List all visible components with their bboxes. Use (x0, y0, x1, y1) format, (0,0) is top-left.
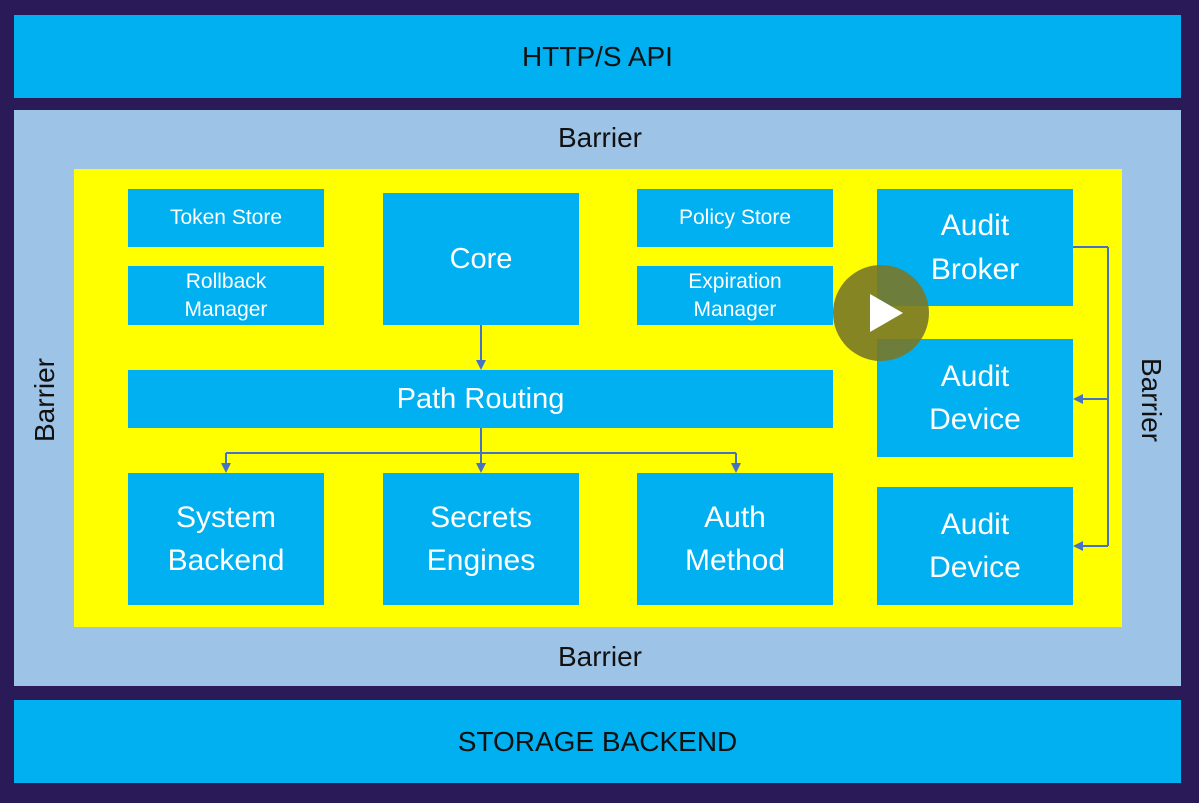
barrier-label-top: Barrier (557, 122, 642, 153)
storage-backend-band: STORAGE BACKEND (14, 700, 1181, 783)
barrier-label-bottom: Barrier (557, 641, 642, 672)
audit-device-1-label: Audit Device (929, 359, 1021, 437)
path-routing-label: Path Routing (396, 382, 565, 415)
expiration-manager-label: Expiration Manager (688, 270, 782, 321)
rollback-manager-label: Rollback Manager (184, 270, 268, 321)
auth-method-box: Auth Method (637, 473, 833, 605)
audit-device-box-1: Audit Device (877, 339, 1073, 457)
audit-broker-label: Audit Broker (930, 209, 1020, 286)
core-label: Core (449, 242, 513, 275)
storage-backend-label: STORAGE BACKEND (457, 725, 738, 757)
secrets-engines-box: Secrets Engines (383, 473, 579, 605)
rollback-manager-box: Rollback Manager (128, 266, 324, 325)
audit-device-box-2: Audit Device (877, 487, 1073, 605)
path-routing-box: Path Routing (128, 370, 833, 428)
audit-broker-box: Audit Broker (877, 189, 1073, 306)
audit-device-2-label: Audit Device (929, 507, 1021, 585)
system-backend-box: System Backend (128, 473, 324, 605)
policy-store-box: Policy Store (637, 189, 833, 247)
core-box: Core (383, 193, 579, 325)
token-store-label: Token Store (169, 206, 283, 230)
http-api-band: HTTP/S API (14, 15, 1181, 98)
expiration-manager-box: Expiration Manager (637, 266, 833, 325)
policy-store-label: Policy Store (678, 206, 792, 230)
system-backend-label: System Backend (167, 500, 285, 578)
play-icon (870, 294, 903, 332)
auth-method-label: Auth Method (684, 500, 786, 578)
play-button[interactable] (833, 265, 929, 361)
secrets-engines-label: Secrets Engines (426, 500, 536, 578)
http-api-label: HTTP/S API (522, 40, 673, 72)
token-store-box: Token Store (128, 189, 324, 247)
